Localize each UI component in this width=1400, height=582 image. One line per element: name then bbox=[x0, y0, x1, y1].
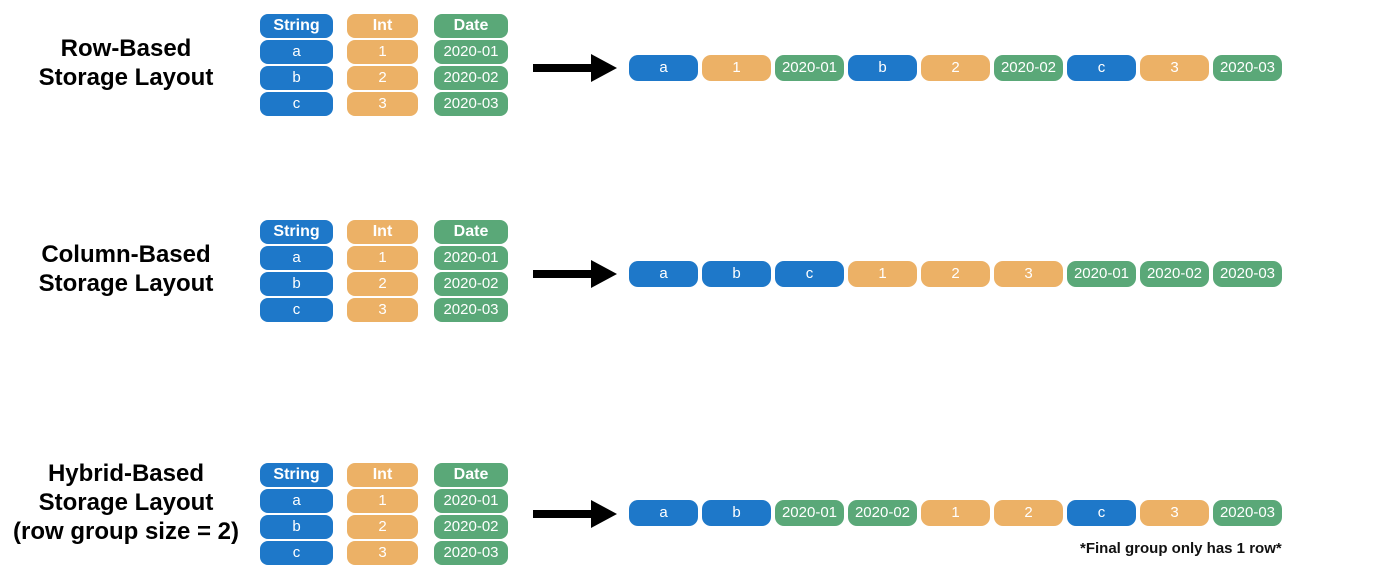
table-value-cell: 3 bbox=[347, 541, 418, 565]
sequence-pill: 3 bbox=[994, 261, 1063, 287]
table-value-cell: c bbox=[260, 298, 333, 322]
sequence-pill: c bbox=[775, 261, 844, 287]
table-value-cell: b bbox=[260, 272, 333, 296]
table-value-cell: c bbox=[260, 541, 333, 565]
sequence-pill: 1 bbox=[921, 500, 990, 526]
table-header-cell: String bbox=[260, 463, 333, 487]
table-header-cell: Date bbox=[434, 463, 508, 487]
sequence-pill: 2 bbox=[921, 55, 990, 81]
section-title-line: Storage Layout bbox=[38, 489, 214, 516]
table-value-cell: 1 bbox=[347, 40, 418, 64]
table-value-cell: 2 bbox=[347, 272, 418, 296]
table-value-cell: 2020-03 bbox=[434, 541, 508, 565]
table-header-cell: Date bbox=[434, 220, 508, 244]
table-header-cell: Int bbox=[347, 463, 418, 487]
sequence-pill: a bbox=[629, 55, 698, 81]
table-value-cell: 2020-02 bbox=[434, 515, 508, 539]
table-value-cell: a bbox=[260, 246, 333, 270]
section-title-line: Storage Layout bbox=[38, 270, 214, 297]
sequence-pill: 2020-02 bbox=[848, 500, 917, 526]
sequence-pill: 3 bbox=[1140, 55, 1209, 81]
table-value-cell: c bbox=[260, 92, 333, 116]
section-title-line: (row group size = 2) bbox=[12, 518, 240, 545]
section-title-line: Storage Layout bbox=[38, 64, 214, 91]
sequence-pill: b bbox=[702, 261, 771, 287]
sequence-pill: 2020-03 bbox=[1213, 55, 1282, 81]
table-value-cell: 2 bbox=[347, 66, 418, 90]
table-value-cell: b bbox=[260, 66, 333, 90]
table-value-cell: 2020-01 bbox=[434, 40, 508, 64]
table-header-cell: String bbox=[260, 220, 333, 244]
sequence-pill: 2 bbox=[921, 261, 990, 287]
table-header-cell: Int bbox=[347, 220, 418, 244]
sequence-pill: 3 bbox=[1140, 500, 1209, 526]
section-title-line: Column-Based bbox=[41, 241, 211, 268]
sequence-pill: c bbox=[1067, 55, 1136, 81]
arrow-right-icon bbox=[533, 500, 617, 528]
sequence-pill: b bbox=[848, 55, 917, 81]
sequence-pill: a bbox=[629, 261, 698, 287]
sequence-pill: 1 bbox=[702, 55, 771, 81]
section-title-line: Hybrid-Based bbox=[47, 460, 205, 487]
footnote-text: *Final group only has 1 row* bbox=[1080, 540, 1282, 557]
section-title-line: Row-Based bbox=[60, 35, 192, 62]
sequence-pill: 1 bbox=[848, 261, 917, 287]
table-value-cell: b bbox=[260, 515, 333, 539]
sequence-pill: 2020-02 bbox=[1140, 261, 1209, 287]
arrow-right-icon bbox=[533, 260, 617, 288]
table-value-cell: 2 bbox=[347, 515, 418, 539]
sequence-pill: b bbox=[702, 500, 771, 526]
sequence-pill: 2020-03 bbox=[1213, 261, 1282, 287]
sequence-pill: c bbox=[1067, 500, 1136, 526]
sequence-pill: 2 bbox=[994, 500, 1063, 526]
sequence-pill: a bbox=[629, 500, 698, 526]
table-value-cell: 3 bbox=[347, 92, 418, 116]
sequence-pill: 2020-01 bbox=[775, 500, 844, 526]
table-value-cell: a bbox=[260, 40, 333, 64]
table-value-cell: 2020-02 bbox=[434, 272, 508, 296]
table-header-cell: Date bbox=[434, 14, 508, 38]
table-value-cell: 2020-01 bbox=[434, 489, 508, 513]
sequence-pill: 2020-03 bbox=[1213, 500, 1282, 526]
table-value-cell: 1 bbox=[347, 246, 418, 270]
table-value-cell: 3 bbox=[347, 298, 418, 322]
table-value-cell: a bbox=[260, 489, 333, 513]
table-value-cell: 1 bbox=[347, 489, 418, 513]
sequence-pill: 2020-02 bbox=[994, 55, 1063, 81]
table-value-cell: 2020-03 bbox=[434, 298, 508, 322]
table-value-cell: 2020-02 bbox=[434, 66, 508, 90]
table-header-cell: Int bbox=[347, 14, 418, 38]
table-value-cell: 2020-01 bbox=[434, 246, 508, 270]
table-value-cell: 2020-03 bbox=[434, 92, 508, 116]
sequence-pill: 2020-01 bbox=[775, 55, 844, 81]
table-header-cell: String bbox=[260, 14, 333, 38]
arrow-right-icon bbox=[533, 54, 617, 82]
sequence-pill: 2020-01 bbox=[1067, 261, 1136, 287]
